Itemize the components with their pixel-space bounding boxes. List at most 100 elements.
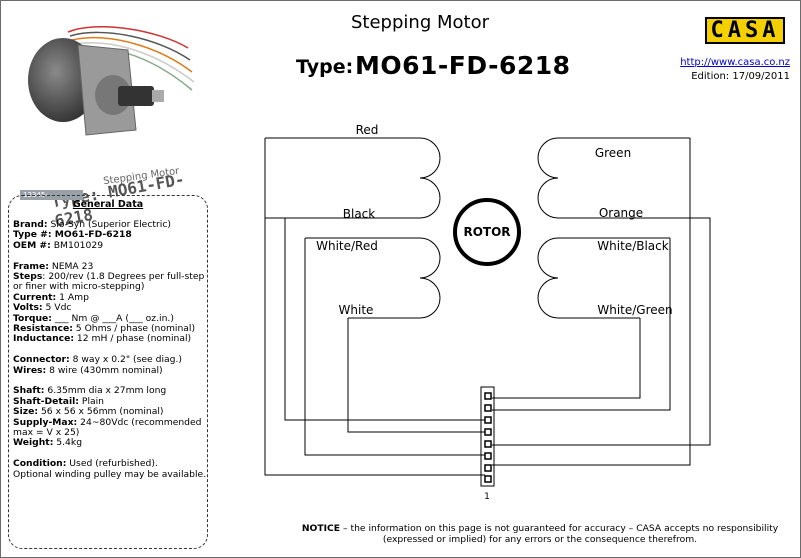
brand-label: Brand: <box>13 219 48 230</box>
wires-label: Wires: <box>13 364 47 376</box>
shaft-detail-value: Plain <box>78 395 105 407</box>
size-value: 56 x 56 x 56mm (nominal) <box>38 406 164 418</box>
connector-pin-7 <box>484 404 492 412</box>
supply-label: Supply-Max: <box>13 416 78 428</box>
wire-red <box>264 138 485 476</box>
torque-row: Torque: ___ Nm @ ___A (___ oz.in.) <box>13 312 207 324</box>
steps-row-cont: or finer with micro-stepping) <box>13 281 145 293</box>
wire-green <box>492 138 691 466</box>
steps-value: : 200/rev (1.8 Degrees per full-step <box>42 271 205 283</box>
torque-label: Torque: <box>13 312 52 324</box>
wire-white-black <box>492 238 671 411</box>
volts-row: Volts: 5 Vdc <box>13 303 207 313</box>
frame-value: NEMA 23 <box>48 260 94 272</box>
weight-row: Weight: 5.4kg <box>13 438 207 448</box>
inductance-row: Inductance: 12 mH / phase (nominal) <box>13 334 207 344</box>
wire-white-red <box>304 238 485 456</box>
motor-photo: Stepping Motor Type: MO61-FD-6218 12345-… <box>8 20 198 230</box>
motor-photo-drawing <box>28 26 195 136</box>
notice: NOTICE – the information on this page is… <box>290 523 790 545</box>
current-row: Current: 1 Amp <box>13 291 207 303</box>
supply-row: Supply-Max: 24~80Vdc (recommended <box>13 416 207 428</box>
volts-value: 5 Vdc <box>42 302 72 314</box>
connector-pin-3 <box>484 452 492 460</box>
wires-row: Wires: 8 wire (430mm nominal) <box>13 364 207 376</box>
connector-block <box>480 386 495 487</box>
frame-label: Frame: <box>13 260 49 272</box>
brand-row: Brand: Slo-Syn (Superior Electric) <box>13 219 207 230</box>
type-number-label: Type #: <box>13 229 52 241</box>
connector-pin-label: 1 <box>484 492 490 502</box>
coil-left-upper <box>265 137 441 219</box>
wire-label-white-black: White/Black <box>597 239 668 253</box>
notice-label: NOTICE <box>301 523 341 534</box>
website-link[interactable]: http://www.casa.co.nz <box>680 57 790 68</box>
oem-label: OEM #: <box>13 239 51 251</box>
wire-label-white-red: White/Red <box>316 239 378 253</box>
resistance-value: 5 Ohms / phase (nominal) <box>72 323 196 335</box>
connector-row: Connector: 8 way x 0.2" (see diag.) <box>13 355 207 365</box>
type-value: MO61-FD-6218 <box>355 51 571 80</box>
connector-pin-1 <box>484 475 492 483</box>
torque-value: ___ Nm @ ___A (___ oz.in.) <box>51 312 174 324</box>
type-label: Type: <box>296 56 354 78</box>
rotor-circle <box>453 198 521 266</box>
steps-row: Steps: 200/rev (1.8 Degrees per full-ste… <box>13 271 207 283</box>
connector-pin-6 <box>484 416 492 424</box>
wire-label-white: White <box>339 303 374 317</box>
type-number-value: MO61-FD-6218 <box>51 229 132 241</box>
wire-label-white-green: White/Green <box>597 303 672 317</box>
condition-value: Used (refurbished). <box>66 458 158 470</box>
weight-value: 5.4kg <box>53 437 83 449</box>
connector-value: 8 way x 0.2" (see diag.) <box>69 354 182 366</box>
shaft-label: Shaft: <box>13 385 45 397</box>
wire-orange <box>492 217 711 446</box>
condition-label: Condition: <box>13 458 67 470</box>
resistance-label: Resistance: <box>13 323 73 335</box>
steps-label: Steps <box>13 271 43 283</box>
shaft-value: 6.35mm dia x 27mm long <box>44 385 167 397</box>
frame-row: Frame: NEMA 23 <box>13 260 207 272</box>
volts-label: Volts: <box>13 302 43 314</box>
shaft-detail-label: Shaft-Detail: <box>13 395 79 407</box>
edition-date: Edition: 17/09/2011 <box>691 71 790 82</box>
wire-white <box>347 318 485 433</box>
weight-label: Weight: <box>13 437 54 449</box>
wire-label-red: Red <box>356 123 379 137</box>
general-data-panel: General Data Brand: Slo-Syn (Superior El… <box>8 195 208 549</box>
notice-text: – the information on this page is not gu… <box>340 523 779 534</box>
casa-logo: CASA <box>705 17 785 44</box>
wire-label-black: Black <box>343 207 376 221</box>
connector-pin-4 <box>484 440 492 448</box>
connector-label: Connector: <box>13 354 70 366</box>
connector-pin-5 <box>484 428 492 436</box>
wire-white-green <box>492 318 641 399</box>
coil-left-lower <box>305 237 441 319</box>
rotor-label: ROTOR <box>463 225 510 239</box>
wire-label-orange: Orange <box>599 206 643 220</box>
notice-text-2: (expressed or implied) for any errors or… <box>382 534 698 545</box>
condition-row: Condition: Used (refurbished). <box>13 459 207 469</box>
shaft-detail-row: Shaft-Detail: Plain <box>13 395 207 407</box>
wire-label-green: Green <box>595 146 631 160</box>
shaft-row: Shaft: 6.35mm dia x 27mm long <box>13 386 207 396</box>
connector-pin-8 <box>484 392 492 400</box>
brand-value: Slo-Syn (Superior Electric) <box>47 219 171 230</box>
inductance-value: 12 mH / phase (nominal) <box>74 333 192 345</box>
size-label: Size: <box>13 406 39 418</box>
oem-row: OEM #: BM101029 <box>13 239 207 251</box>
type-row: Type #: MO61-FD-6218 <box>13 230 207 240</box>
general-data-body: Brand: Slo-Syn (Superior Electric) Type … <box>13 219 207 480</box>
page-title: Stepping Motor <box>351 12 489 33</box>
size-row: Size: 56 x 56 x 56mm (nominal) <box>13 407 207 417</box>
connector-pin-2 <box>484 464 492 472</box>
wire-black <box>265 217 485 421</box>
general-data-title: General Data <box>72 199 144 210</box>
coil-right-lower <box>537 237 670 319</box>
oem-value: BM101029 <box>50 239 104 251</box>
inductance-label: Inductance: <box>13 333 75 345</box>
supply-row-cont: max = V x 25) <box>13 427 80 439</box>
current-label: Current: <box>13 291 57 303</box>
supply-value: 24~80Vdc (recommended <box>77 416 202 428</box>
